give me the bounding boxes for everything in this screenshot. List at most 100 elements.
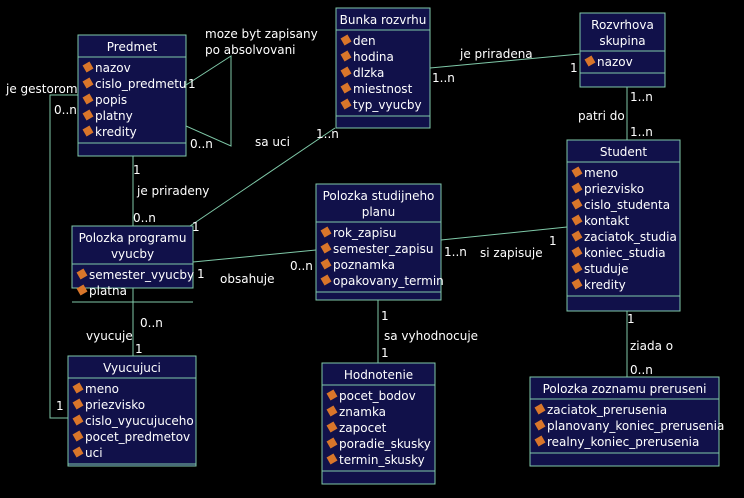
- class-attribute: cislo_predmetu: [95, 77, 187, 91]
- class-attribute: pocet_predmetov: [85, 430, 190, 444]
- attribute-icon: [534, 435, 546, 447]
- class-title: Vyucujuci: [103, 361, 161, 375]
- attribute-icon: [571, 262, 583, 274]
- association-lines: [49, 53, 628, 419]
- class-title: Polozka studijneho: [323, 189, 435, 203]
- class-attribute: cislo_vyucujuceho: [85, 414, 194, 428]
- class-title: Predmet: [107, 40, 158, 54]
- class-attribute: kredity: [95, 125, 137, 139]
- attribute-icon: [82, 109, 94, 121]
- class-attribute: platny: [95, 109, 133, 123]
- attribute-icon: [326, 421, 338, 433]
- attribute-icon: [326, 453, 338, 465]
- class-attribute: znamka: [339, 405, 386, 419]
- attribute-icon: [571, 182, 583, 194]
- label-je-prirademy: je priradeny: [136, 184, 209, 198]
- attribute-icon: [571, 166, 583, 178]
- label-vyucuje: vyucuje: [86, 329, 133, 343]
- class-title: Bunka rozvrhu: [340, 13, 427, 27]
- class-attribute: nazov: [597, 55, 633, 69]
- mult-obsahuje-1: 1: [197, 267, 205, 281]
- line-si-zapisuje: [440, 226, 568, 241]
- attribute-icon: [82, 93, 94, 105]
- class-vyucujuci[interactable]: Vyucujucimenopriezviskocislo_vyucujuceho…: [67, 355, 197, 467]
- mult-je-gestorom-2: 1: [56, 399, 64, 413]
- class-attribute: priezvisko: [85, 398, 145, 412]
- attribute-icon: [72, 382, 84, 394]
- class-attribute: den: [353, 34, 376, 48]
- class-attribute: priezvisko: [584, 182, 644, 196]
- mult-patri-do-2: 1..n: [630, 125, 653, 139]
- class-attribute: miestnost: [353, 82, 413, 96]
- mult-ziada-o-2: 0..n: [630, 363, 653, 377]
- class-title: Student: [600, 145, 648, 159]
- class-attribute: termin_skusky: [339, 453, 425, 467]
- attribute-icon: [571, 198, 583, 210]
- attribute-icon: [326, 405, 338, 417]
- label-je-gestorom: je gestorom: [5, 82, 78, 96]
- attribute-icon: [320, 226, 332, 238]
- self-assoc-label-2: po absolvovani: [205, 43, 296, 57]
- class-attribute: platna: [89, 284, 127, 298]
- class-attribute: cislo_studenta: [584, 198, 670, 212]
- attribute-icon: [571, 246, 583, 258]
- class-title: skupina: [599, 34, 645, 48]
- class-attribute: opakovany_termin: [333, 274, 444, 288]
- attribute-icon: [340, 50, 352, 62]
- association-labels: moze byt zapisany po absolvovani 1 0..n …: [5, 27, 673, 413]
- attribute-icon: [82, 61, 94, 73]
- class-bunka-rozvrhu-box: [335, 7, 431, 129]
- class-bunka-rozvrhu[interactable]: Bunka rozvrhudenhodinadlzkamiestnosttyp_…: [335, 7, 431, 129]
- mult-sa-vyhodnocuje-1: 1: [381, 309, 389, 323]
- class-polozka-zoznamu-preruseni[interactable]: Polozka zoznamu prerusenizaciatok_prerus…: [529, 376, 724, 467]
- class-attribute: semester_vyucby: [89, 268, 194, 282]
- class-attribute: hodina: [353, 50, 394, 64]
- attribute-icon: [72, 430, 84, 442]
- self-mult-bottom: 0..n: [190, 137, 213, 151]
- mult-sa-vyhodnocuje-2: 1: [381, 346, 389, 360]
- class-title: Polozka programu: [79, 231, 187, 245]
- attribute-icon: [326, 389, 338, 401]
- class-attribute: uci: [85, 446, 103, 460]
- class-attribute: planovany_koniec_prerusenia: [547, 419, 724, 433]
- class-title: vyucby: [111, 247, 154, 261]
- class-title: Hodnotenie: [344, 368, 413, 382]
- mult-sa-uci-1: 1..n: [316, 127, 339, 141]
- mult-ziada-o-1: 1: [627, 312, 635, 326]
- attribute-icon: [82, 125, 94, 137]
- attribute-icon: [340, 98, 352, 110]
- mult-obsahuje-2: 0..n: [290, 259, 313, 273]
- self-mult-top: 1: [188, 77, 196, 91]
- class-attribute: rok_zapisu: [333, 226, 396, 240]
- class-polozka-programu-vyucby[interactable]: Polozka programu vyucby semester_vyucbypla…: [71, 225, 194, 303]
- label-sa-uci: sa uci: [255, 135, 290, 149]
- attribute-icon: [326, 437, 338, 449]
- attribute-icon: [584, 55, 596, 67]
- mult-je-gestorom-1: 0..n: [54, 103, 77, 117]
- attribute-icon: [340, 34, 352, 46]
- class-attribute: zapocet: [339, 421, 387, 435]
- line-sa-uci: [189, 127, 336, 227]
- attribute-icon: [534, 419, 546, 431]
- mult-si-zapisuje-1: 1..n: [444, 245, 467, 259]
- mult-si-zapisuje-2: 1: [549, 234, 557, 248]
- mult-patri-do-1: 1..n: [630, 90, 653, 104]
- class-attribute: typ_vyucby: [353, 98, 422, 112]
- class-attribute: poradie_skusky: [339, 437, 431, 451]
- attribute-icon: [571, 214, 583, 226]
- mult-je-prirademy-2: 0..n: [133, 211, 156, 225]
- class-attribute: poznamka: [333, 258, 395, 272]
- attribute-icon: [320, 274, 332, 286]
- class-attribute: kontakt: [584, 214, 629, 228]
- class-hodnotenie[interactable]: Hodnoteniepocet_bodovznamkazapocetporadi…: [321, 362, 436, 485]
- class-student[interactable]: Studentmenopriezviskocislo_studentakonta…: [566, 139, 681, 312]
- self-assoc-label-1: moze byt zapisany: [205, 27, 318, 41]
- class-polozka-studijneho-planu[interactable]: Polozka studijnehoplanurok_zapisusemeste…: [315, 183, 444, 301]
- line-je-gestorom: [49, 94, 78, 419]
- class-attribute: studuje: [584, 262, 629, 276]
- mult-je-priradena-2: 1: [570, 61, 578, 75]
- class-attribute: realny_koniec_prerusenia: [547, 435, 699, 449]
- class-predmet[interactable]: Predmetnazovcislo_predmetupopisplatnykre…: [77, 34, 187, 157]
